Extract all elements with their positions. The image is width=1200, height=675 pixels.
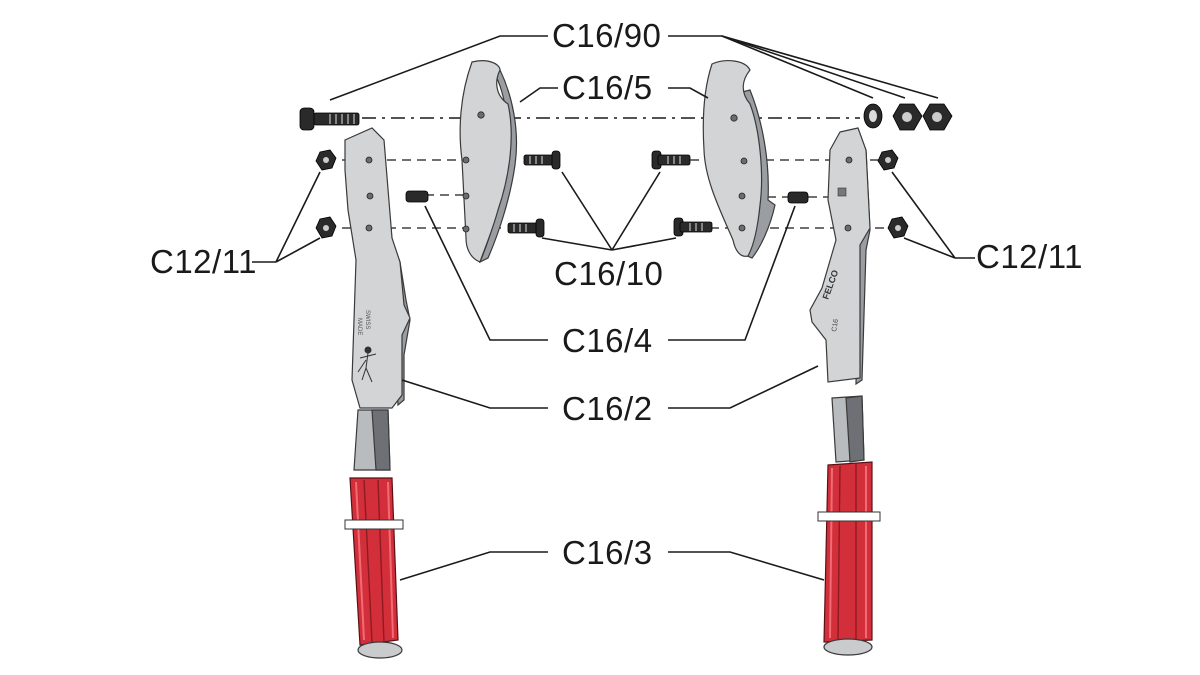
blade-screw-upper-right: [651, 150, 691, 170]
pivot-washer-nuts: [863, 103, 953, 131]
left-handle-engraving-line2: MADE: [356, 318, 362, 335]
blade-screws: [507, 150, 713, 238]
right-grip-assembly: [817, 395, 881, 656]
label-c12-11-right: C12/11: [976, 238, 1083, 275]
blade-screw-lower-right: [673, 217, 713, 237]
label-c16-3: C16/3: [562, 534, 653, 571]
label-c12-11-left: C12/11: [150, 243, 257, 280]
left-blade: [459, 60, 518, 264]
left-handle-engraving-line1: SWISS: [364, 310, 370, 329]
assembly-axes: [342, 117, 885, 229]
blade-screw-upper-left: [523, 150, 561, 170]
right-blade: [702, 60, 776, 259]
part-labels: C16/90 C16/5 C12/11 C12/11 C16/10 C16/4 …: [150, 17, 1083, 571]
pivot-bolt: [299, 107, 360, 131]
label-c16-90: C16/90: [552, 17, 661, 54]
right-handle-model: C16: [831, 318, 840, 332]
blade-screw-lower-left: [507, 218, 545, 238]
label-c16-5: C16/5: [562, 69, 653, 106]
left-hex-nuts: [315, 149, 337, 239]
left-grip-assembly: [344, 409, 404, 659]
right-hex-nuts: [877, 149, 909, 239]
label-c16-10: C16/10: [554, 255, 663, 292]
leader-lines: [252, 35, 975, 581]
left-handle-body: SWISS MADE: [344, 127, 411, 409]
label-c16-4: C16/4: [562, 322, 653, 359]
crossbowman-logo: [357, 346, 377, 383]
label-c16-2: C16/2: [562, 390, 653, 427]
right-handle-body: FELCO C16: [809, 127, 871, 386]
set-screws: [405, 190, 809, 204]
